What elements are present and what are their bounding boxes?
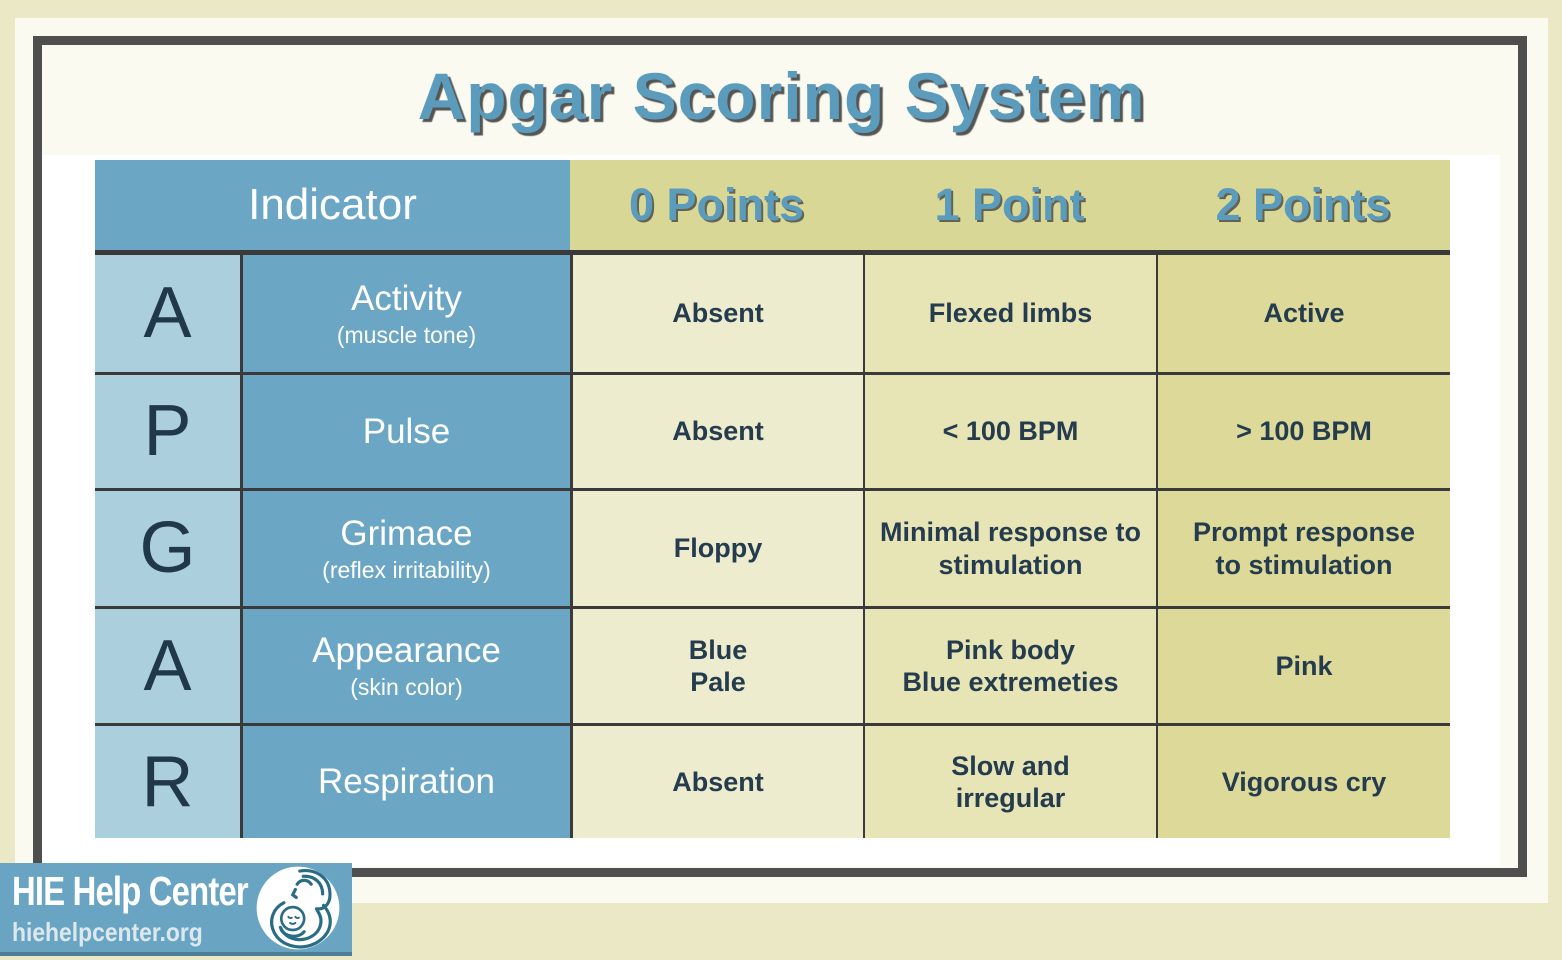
respiration-score-1-cell: Slow and irregular	[863, 723, 1156, 838]
pulse-score-0-cell: Absent	[570, 372, 863, 488]
activity-score-0-cell: Absent	[570, 255, 863, 372]
appearance-score-0-cell: Blue Pale	[570, 606, 863, 723]
apgar-table: Indicator 0 Points 1 Point 2 Points A Ac…	[95, 160, 1450, 838]
letter-cell-grimace: G	[95, 488, 240, 606]
score-text: Pink body Blue extremeties	[902, 634, 1119, 697]
footer-logo: HIE Help Center hiehelpcenter.org	[0, 863, 352, 956]
score-text: Pink	[1275, 650, 1333, 681]
score-text: Flexed limbs	[928, 298, 1093, 329]
indicator-cell-appearance: Appearance (skin color)	[240, 606, 570, 723]
respiration-score-0-cell: Absent	[570, 723, 863, 838]
appearance-score-1-cell: Pink body Blue extremeties	[863, 606, 1156, 723]
score-text: Blue Pale	[688, 634, 748, 697]
score-text: < 100 BPM	[942, 416, 1079, 447]
indicator-subtitle: (skin color)	[350, 674, 463, 701]
pulse-score-1-cell: < 100 BPM	[863, 372, 1156, 488]
indicator-cell-pulse: Pulse	[240, 372, 570, 488]
score-text: Prompt response to stimulation	[1192, 517, 1416, 580]
indicator-subtitle: (muscle tone)	[336, 321, 477, 348]
table-header-indicator: Indicator	[95, 160, 570, 255]
letter-cell-activity: A	[95, 255, 240, 372]
indicator-name: Grimace	[340, 513, 473, 553]
score-text: Active	[1263, 298, 1345, 329]
indicator-subtitle: (reflex irritability)	[322, 556, 491, 583]
pulse-score-2-cell: > 100 BPM	[1156, 372, 1450, 488]
letter-cell-respiration: R	[95, 723, 240, 838]
score-text: Absent	[672, 298, 764, 329]
indicator-name: Respiration	[317, 762, 496, 801]
grimace-score-1-cell: Minimal response to stimulation	[863, 488, 1156, 606]
table-header-1-point: 1 Point	[863, 160, 1156, 255]
score-text: Absent	[672, 416, 764, 447]
table-header-0-points: 0 Points	[570, 160, 863, 255]
grimace-score-2-cell: Prompt response to stimulation	[1156, 488, 1450, 606]
grimace-score-0-cell: Floppy	[570, 488, 863, 606]
brand-name: HIE Help Center	[12, 867, 249, 914]
indicator-cell-grimace: Grimace (reflex irritability)	[240, 488, 570, 606]
brand-url: hiehelpcenter.org	[12, 916, 203, 947]
indicator-name: Activity	[351, 278, 462, 318]
score-text: Slow and irregular	[951, 750, 1070, 813]
indicator-cell-respiration: Respiration	[240, 723, 570, 838]
score-text: Floppy	[673, 533, 763, 564]
table-header-2-points: 2 Points	[1156, 160, 1450, 255]
respiration-score-2-cell: Vigorous cry	[1156, 723, 1450, 838]
footer-logo-text: HIE Help Center hiehelpcenter.org	[0, 868, 250, 948]
letter-cell-appearance: A	[95, 606, 240, 723]
poster-title: Apgar Scoring System	[417, 59, 1146, 133]
score-text: > 100 BPM	[1236, 416, 1372, 447]
activity-score-1-cell: Flexed limbs	[863, 255, 1156, 372]
letter-cell-pulse: P	[95, 372, 240, 488]
indicator-cell-activity: Activity (muscle tone)	[240, 255, 570, 372]
activity-score-2-cell: Active	[1156, 255, 1450, 372]
score-text: Minimal response to stimulation	[879, 517, 1142, 580]
score-text: Absent	[672, 766, 764, 797]
indicator-name: Pulse	[362, 411, 451, 451]
score-text: Vigorous cry	[1221, 766, 1387, 797]
mother-and-baby-icon	[256, 866, 340, 949]
indicator-name: Appearance	[312, 631, 501, 671]
appearance-score-2-cell: Pink	[1156, 606, 1450, 723]
frame-border	[33, 36, 1527, 877]
